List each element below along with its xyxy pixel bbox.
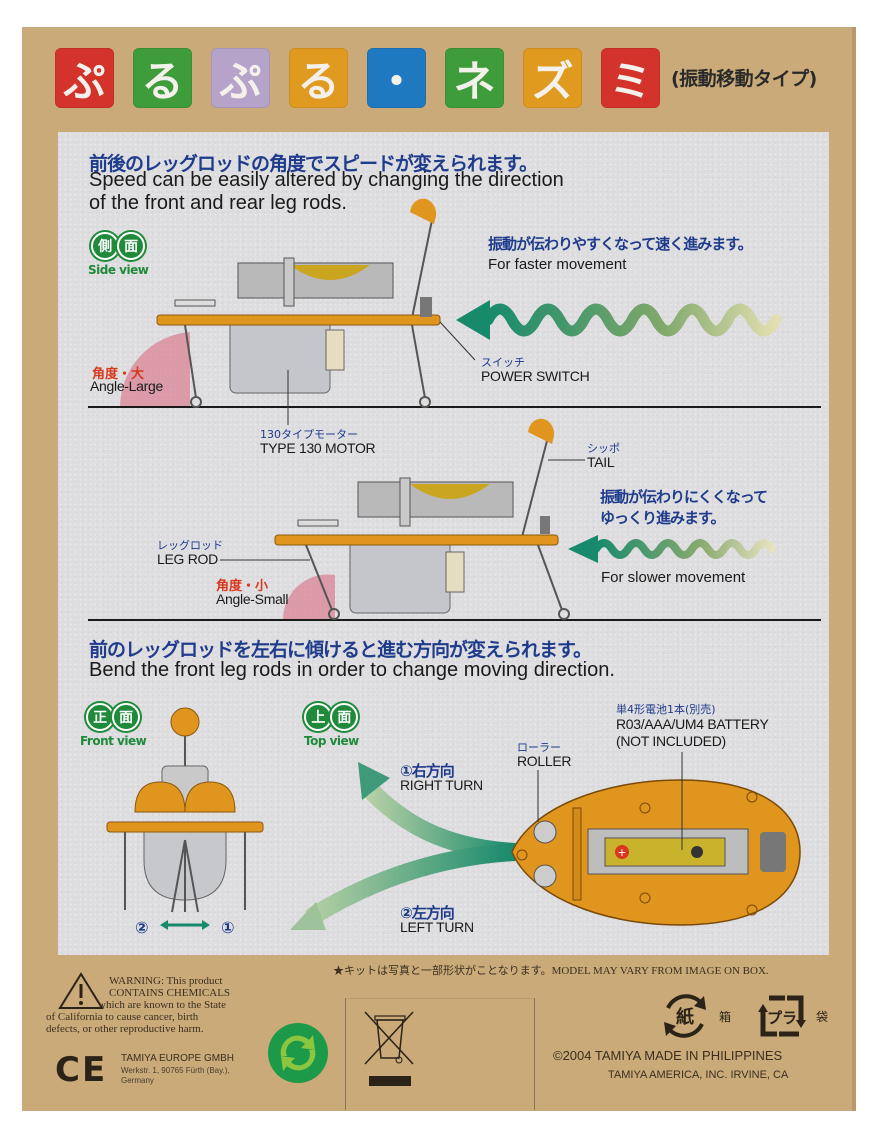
- fast-text-jp: 振動が伝わりやすくなって速く進みます。: [488, 235, 753, 253]
- svg-text:プラ: プラ: [767, 1009, 797, 1027]
- speed-heading-jp: 前後のレッグロッドの角度でスピードが変えられます。: [89, 153, 538, 175]
- direction-heading-jp: 前のレッグロッドを左右に傾けると進む方向が変えられます。: [89, 639, 592, 661]
- title-tile: ぷ: [55, 48, 114, 108]
- side-view-label: Side view: [88, 263, 149, 277]
- title-tile: る: [133, 48, 192, 108]
- roller-label-en: ROLLER: [517, 753, 572, 769]
- left-turn-jp: ②左方向: [400, 904, 455, 922]
- right-turn-jp: ①右方向: [400, 762, 455, 780]
- svg-text:+: +: [617, 846, 626, 859]
- fast-text-en: For faster movement: [488, 256, 627, 273]
- right-turn-en: RIGHT TURN: [400, 777, 483, 793]
- green-dot-recycle-icon: [268, 1023, 328, 1083]
- tilt-right-number: ①: [221, 920, 235, 937]
- legrod-label-jp: レッグロッド: [157, 539, 223, 552]
- motor-label-jp: 130タイプモーター: [260, 428, 358, 441]
- tamiya-europe-name: TAMIYA EUROPE GMBH: [121, 1053, 234, 1064]
- angle-large-jp: 角度・大: [92, 367, 145, 382]
- svg-text:紙: 紙: [676, 1006, 694, 1028]
- front-view-badge: 正面 Front view: [80, 703, 147, 748]
- model-may-vary-note: ★キットは写真と一部形状がことなります。MODEL MAY VARY FROM …: [333, 965, 769, 977]
- paper-recycle-icon: 紙: [664, 994, 706, 1038]
- tilt-left-number: ②: [135, 920, 149, 937]
- legrod-label-en: LEG ROD: [157, 551, 218, 567]
- angle-large-en: Angle-Large: [90, 378, 163, 394]
- title-tile: ネ: [445, 48, 504, 108]
- california-warning: WARNING: This product CONTAINS CHEMICALS…: [46, 975, 231, 1035]
- crossed-bin-icon: [364, 1011, 414, 1086]
- ce-mark-icon: CE: [55, 1050, 108, 1090]
- switch-label-en: POWER SWITCH: [481, 368, 590, 384]
- angle-small-en: Angle-Small: [216, 591, 289, 607]
- warning-triangle-icon: [58, 972, 104, 1009]
- title-subtitle: (振動移動タイプ): [671, 68, 817, 90]
- tamiya-america-text: TAMIYA AMERICA, INC. IRVINE, CA: [608, 1069, 789, 1081]
- slow-text-en: For slower movement: [601, 569, 746, 586]
- top-view-label: Top view: [304, 734, 359, 748]
- direction-heading-en: Bend the front leg rods in order to chan…: [89, 659, 615, 681]
- plastic-recycle-icon: プラ: [758, 995, 806, 1037]
- front-view-label: Front view: [80, 734, 147, 748]
- title-tile: ぷ: [211, 48, 270, 108]
- battery-label-en-1: R03/AAA/UM4 BATTERY: [616, 716, 769, 732]
- title-tile: ズ: [523, 48, 582, 108]
- angle-small-jp: 角度・小: [216, 579, 269, 594]
- side-view-badge: 側面 Side view: [88, 232, 149, 277]
- tamiya-europe-address: Werkstr. 1, 90765 Fürth (Bay.), Germany: [121, 1066, 230, 1085]
- product-title: ぷ る ぷ る ・ ネ ズ ミ: [55, 48, 670, 108]
- motor-label-en: TYPE 130 MOTOR: [260, 440, 376, 456]
- slow-text-jp-2: ゆっくり進みます。: [600, 509, 726, 527]
- top-view-badge: 上面 Top view: [304, 703, 359, 748]
- battery-label-jp: 単4形電池1本(別売): [616, 703, 716, 716]
- title-tile: ・: [367, 48, 426, 108]
- copyright-text: ©2004 TAMIYA MADE IN PHILIPPINES: [553, 1048, 783, 1063]
- tail-label-en: TAIL: [587, 454, 615, 470]
- switch-label-jp: スイッチ: [481, 356, 525, 369]
- slow-text-jp-1: 振動が伝わりにくくなって: [600, 488, 768, 506]
- title-tile: ミ: [601, 48, 660, 108]
- tail-label-jp: シッポ: [587, 442, 620, 455]
- package-edge: [852, 27, 856, 1111]
- battery-label-en-2: (NOT INCLUDED): [616, 733, 726, 749]
- speed-heading-en-2: of the front and rear leg rods.: [89, 192, 347, 214]
- roller-label-jp: ローラー: [517, 741, 561, 754]
- plastic-recycle-label: 袋: [816, 1010, 829, 1024]
- speed-heading-en-1: Speed can be easily altered by changing …: [89, 169, 564, 191]
- left-turn-en: LEFT TURN: [400, 919, 474, 935]
- title-tile: る: [289, 48, 348, 108]
- paper-recycle-label: 箱: [719, 1010, 732, 1024]
- weee-panel: [345, 998, 535, 1110]
